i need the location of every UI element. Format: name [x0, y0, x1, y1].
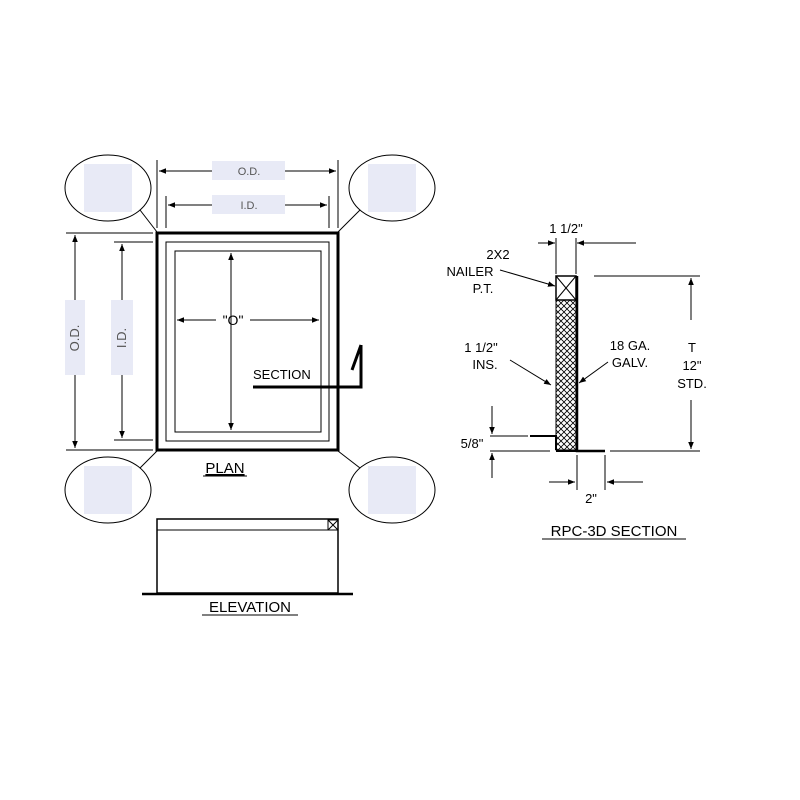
corner-placeholder — [368, 164, 416, 212]
id-top-dimension: I.D. — [165, 195, 330, 228]
corner-placeholder — [84, 164, 132, 212]
section-top-dimension: 1 1/2" — [538, 221, 636, 274]
corner-placeholder — [84, 466, 132, 514]
corner-callout-top-right — [337, 154, 436, 233]
od-left-label: O.D. — [67, 325, 82, 352]
section-top-label: 1 1/2" — [549, 221, 583, 236]
plan-curb-frame — [155, 231, 340, 452]
section-galv-wall — [575, 276, 605, 453]
od-top-dimension: O.D. — [156, 160, 339, 228]
section-inner-flange — [530, 435, 557, 450]
section-nailer — [555, 275, 577, 301]
id-left-dimension: I.D. — [111, 241, 153, 441]
corner-callout-bottom-left — [64, 450, 158, 524]
flange-label: 5/8" — [461, 436, 484, 451]
bottom-dim-label: 2" — [585, 491, 597, 506]
nailer-leader — [499, 269, 556, 287]
elevation-title: ELEVATION — [209, 599, 291, 616]
ins-label-1: 1 1/2" — [464, 340, 498, 355]
od-top-label: O.D. — [238, 166, 261, 178]
galv-label-2: GALV. — [612, 355, 648, 370]
ins-leader — [509, 359, 552, 386]
nailer-label-1: 2X2 — [486, 247, 509, 262]
elevation-nailer — [327, 519, 339, 531]
opening-label: "O" — [223, 312, 244, 328]
od-left-dimension: O.D. — [65, 232, 153, 451]
rpc-section-view: 1 1/2" 2X2 NAILER P.T. 1 1/2" INS. 18 GA… — [447, 221, 707, 540]
nailer-label-3: P.T. — [473, 281, 494, 296]
galv-leader — [578, 361, 609, 384]
plan-title: PLAN — [205, 460, 244, 477]
corner-callout-bottom-right — [337, 450, 436, 524]
corner-placeholder — [368, 466, 416, 514]
elevation-view: ELEVATION — [142, 518, 353, 616]
id-top-label: I.D. — [240, 200, 257, 212]
section-flange-dimension: 5/8" — [461, 406, 550, 478]
section-height-dimension: T 12" STD. — [594, 275, 707, 452]
height-label-2: 12" — [682, 358, 701, 373]
galv-label-1: 18 GA. — [610, 338, 650, 353]
nailer-label-2: NAILER — [447, 264, 494, 279]
id-left-label: I.D. — [114, 328, 129, 348]
section-title: RPC-3D SECTION — [551, 523, 678, 540]
section-bottom-dimension: 2" — [549, 455, 643, 506]
height-label-3: STD. — [677, 376, 707, 391]
height-label-1: T — [688, 340, 696, 355]
corner-callout-top-left — [64, 154, 158, 233]
section-callout-label: SECTION — [253, 367, 311, 382]
opening-dimension: "O" — [177, 253, 319, 430]
section-callout: SECTION — [253, 344, 363, 389]
ins-label-2: INS. — [472, 357, 497, 372]
section-insulation — [555, 299, 577, 451]
plan-view: O.D. I.D. O.D. I.D. — [64, 154, 436, 524]
